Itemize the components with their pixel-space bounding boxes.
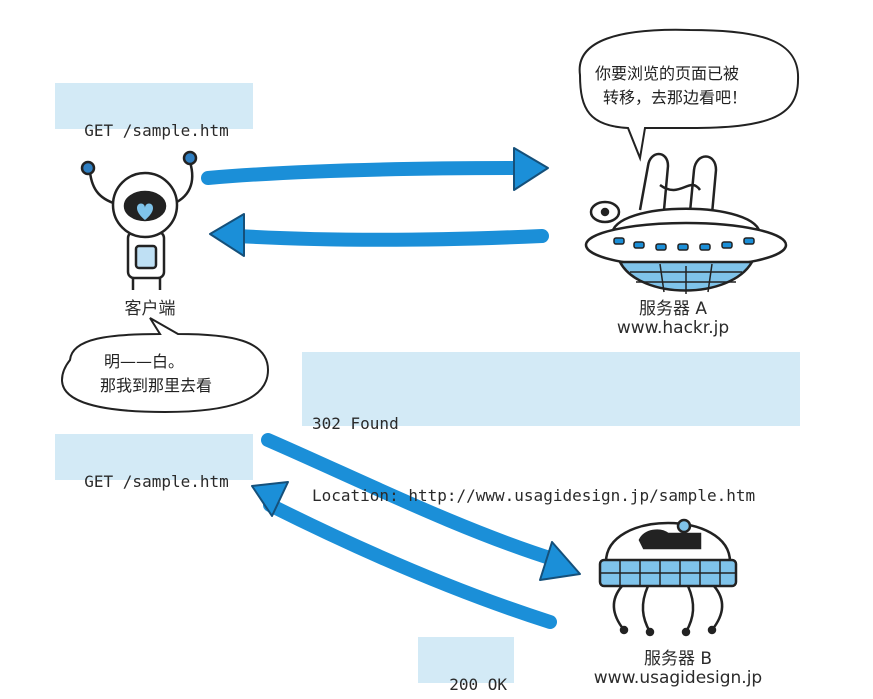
location-header-line: Location: http://www.usagidesign.jp/samp…: [312, 486, 756, 505]
client-label: 客户端: [124, 299, 176, 319]
server-a-speech-line-2: 转移，去那边看吧！: [603, 88, 748, 107]
request-box-get-sample-1: GET /sample.htm: [55, 83, 253, 140]
server-a-host: www.hackr.jp: [616, 318, 730, 338]
server-a-speech-bubble: [578, 28, 800, 162]
server-a-ufo: [584, 152, 788, 294]
client-speech-line-2: 那我到那里去看: [100, 376, 213, 395]
server-b-name: 服务器 B: [643, 649, 713, 669]
arrow-client-to-server-a: [201, 147, 549, 191]
request-box-get-sample-2: GET /sample.htm: [55, 434, 253, 491]
arrow-server-b-to-client: [251, 481, 557, 629]
server-b-host: www.usagidesign.jp: [593, 668, 763, 688]
client-speech-bubble: [60, 317, 270, 414]
client-robot: [80, 150, 198, 290]
arrow-server-a-to-client: [209, 213, 549, 257]
request-text: GET /sample.htm: [84, 472, 229, 491]
response-box-302-found: 302 Found Location: http://www.usagidesi…: [302, 352, 800, 505]
status-text: 200 OK: [449, 675, 508, 694]
status-line: 302 Found: [312, 414, 399, 433]
arrow-client-to-server-b: [261, 433, 581, 581]
request-text: GET /sample.htm: [84, 121, 229, 140]
server-a-speech-line-1: 你要浏览的页面已被: [595, 64, 740, 83]
server-a-name: 服务器 A: [638, 299, 708, 319]
server-b-robot: [598, 518, 738, 637]
client-speech-line-1: 明——白。: [104, 352, 185, 371]
response-box-200-ok: 200 OK: [418, 637, 514, 694]
